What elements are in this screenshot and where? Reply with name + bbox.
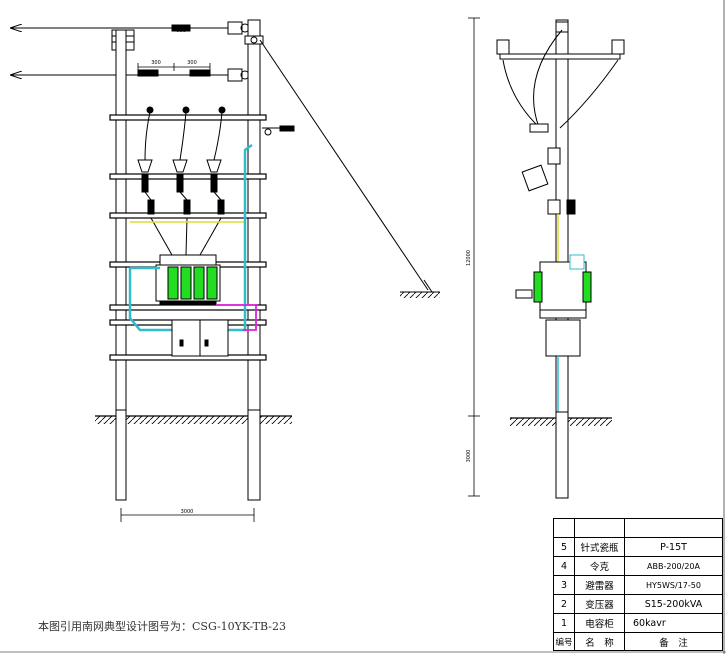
- guy-anchor: [400, 279, 440, 298]
- surge-arresters: [144, 191, 225, 215]
- side-transformer: [515, 254, 592, 357]
- row-remark: HY5WS/17-50: [646, 580, 701, 590]
- capacitor-cabinet: [171, 319, 229, 357]
- table-row: 2 变压器 S15-200kVA: [554, 594, 722, 613]
- header-name: 名 称: [575, 633, 625, 650]
- row-no: 1: [554, 614, 575, 632]
- guy-wire: [259, 39, 429, 291]
- material-table: 5 针式瓷瓶 P-15T 4 令克 ABB-200/20A 3 避雷器 HY5W…: [553, 518, 723, 651]
- side-fuse: [521, 123, 576, 215]
- dim-label-top-left: 300: [151, 60, 161, 66]
- top-dimensions: [137, 63, 211, 71]
- row-remark: S15-200kVA: [644, 598, 703, 610]
- table-row: 5 针式瓷瓶 P-15T: [554, 537, 722, 556]
- side-top-insulators: [496, 21, 625, 55]
- row-no: 5: [554, 538, 575, 556]
- row-name: 变压器: [575, 595, 625, 613]
- row-name: 令克: [575, 557, 625, 575]
- row-remark: 60kavr: [633, 617, 666, 629]
- side-dimension: [468, 17, 480, 497]
- table-row: 1 电容柜 60kavr: [554, 613, 722, 632]
- table-blank-row: [554, 519, 722, 537]
- table-row: 4 令克 ABB-200/20A: [554, 556, 722, 575]
- header-no: 编号: [554, 633, 575, 650]
- design-reference-note: 本图引用南网典型设计图号为：CSG-10YK-TB-23: [38, 620, 286, 633]
- ground-wire: [216, 304, 257, 331]
- pole-top-fittings: [244, 35, 295, 136]
- row-remark: ABB-200/20A: [647, 561, 700, 571]
- dim-label-bottom: 3000: [181, 509, 194, 515]
- row-name: 针式瓷瓶: [575, 538, 625, 556]
- drop-wires: [144, 106, 226, 161]
- header-remark: 备 注: [659, 637, 688, 649]
- strain-insulator-upper: [227, 21, 250, 35]
- dim-label-top-right: 300: [187, 60, 197, 66]
- hv-leads: [130, 217, 246, 256]
- row-no: 2: [554, 595, 575, 613]
- row-name: 电容柜: [575, 614, 625, 632]
- table-header-row: 编号 名 称 备 注: [554, 632, 722, 650]
- strain-insulator-lower: [227, 68, 250, 82]
- row-remark: P-15T: [660, 541, 687, 553]
- side-view: [468, 17, 625, 499]
- bottom-dimension: [120, 508, 255, 522]
- row-name: 避雷器: [575, 576, 625, 594]
- dim-label-side-upper: 12000: [466, 250, 472, 266]
- row-no: 4: [554, 557, 575, 575]
- dim-label-side-lower: 3000: [466, 450, 472, 463]
- dim-label-crossarm: 600: [176, 28, 186, 34]
- transformer-front: [155, 254, 221, 306]
- front-view: [10, 19, 440, 522]
- table-row: 3 避雷器 HY5WS/17-50: [554, 575, 722, 594]
- top-insulator-cluster: [111, 24, 211, 77]
- row-no: 3: [554, 576, 575, 594]
